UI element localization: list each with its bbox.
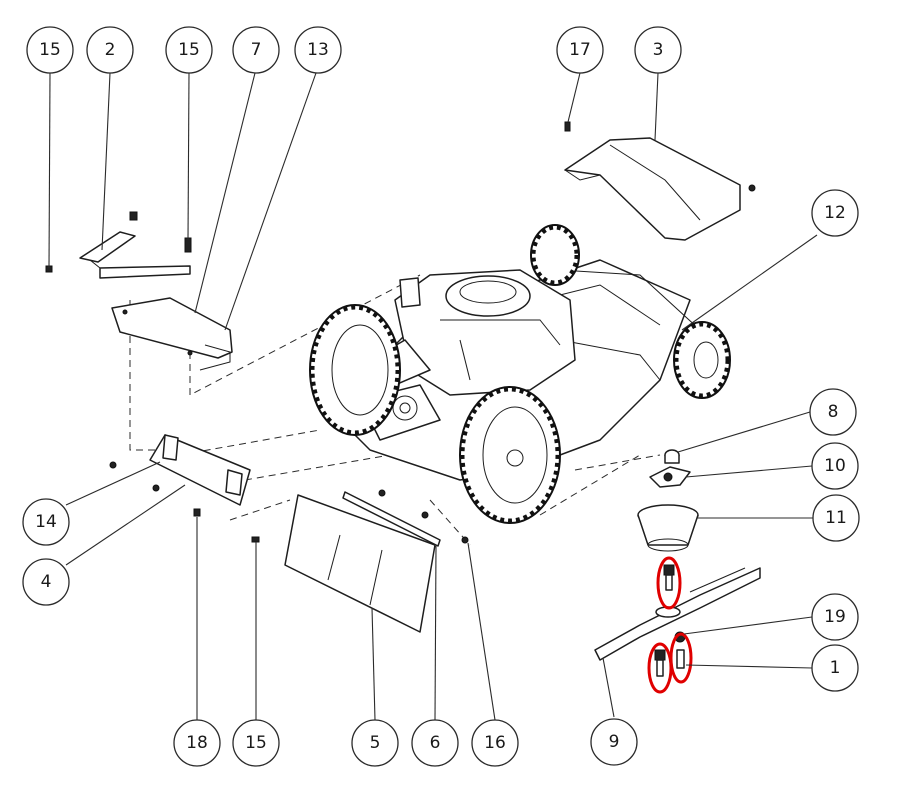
callout-label: 6 bbox=[430, 733, 441, 753]
callout-label: 4 bbox=[41, 572, 52, 592]
callout-13: 13 bbox=[294, 26, 342, 74]
callout-label: 1 bbox=[830, 658, 841, 678]
part-front-bracket bbox=[109, 434, 260, 543]
callout-5: 5 bbox=[351, 719, 399, 767]
part-blade-bolts bbox=[654, 564, 686, 677]
callout-15-top-left: 15 bbox=[26, 26, 74, 74]
callout-14: 14 bbox=[22, 498, 70, 546]
callout-label: 3 bbox=[653, 40, 664, 60]
callout-9: 9 bbox=[590, 718, 638, 766]
callout-6: 6 bbox=[411, 719, 459, 767]
callout-label: 7 bbox=[251, 40, 262, 60]
callout-label: 12 bbox=[824, 203, 846, 223]
callout-12: 12 bbox=[811, 189, 859, 237]
part-rear-cover bbox=[564, 121, 756, 241]
callout-label: 11 bbox=[825, 508, 847, 528]
callout-1: 1 bbox=[811, 644, 859, 692]
part-blade bbox=[594, 567, 761, 661]
part-rear-flap bbox=[284, 494, 436, 633]
callout-18: 18 bbox=[173, 719, 221, 767]
assembly-guide-lines bbox=[129, 274, 661, 546]
callout-label: 18 bbox=[186, 733, 208, 753]
leader-lines bbox=[48, 72, 818, 721]
callout-label: 16 bbox=[484, 733, 506, 753]
part-mower-deck-assembly bbox=[309, 224, 731, 524]
callout-7: 7 bbox=[232, 26, 280, 74]
callout-label: 10 bbox=[824, 456, 846, 476]
highlight-markers bbox=[647, 556, 693, 694]
callout-15-bottom: 15 bbox=[232, 719, 280, 767]
callout-4: 4 bbox=[22, 558, 70, 606]
callout-15-top-middle: 15 bbox=[165, 26, 213, 74]
callout-label: 15 bbox=[245, 733, 267, 753]
callout-11: 11 bbox=[812, 494, 860, 542]
callout-16: 16 bbox=[471, 719, 519, 767]
part-handle-clip bbox=[45, 211, 192, 279]
callout-label: 8 bbox=[828, 402, 839, 422]
part-blade-adapter-stack bbox=[637, 449, 699, 552]
highlight-bolt-lower-right bbox=[669, 632, 693, 684]
callout-label: 14 bbox=[35, 512, 57, 532]
callout-19: 19 bbox=[811, 593, 859, 641]
highlight-bolt-upper bbox=[656, 556, 682, 610]
callout-label: 13 bbox=[307, 40, 329, 60]
callout-3: 3 bbox=[634, 26, 682, 74]
part-flap-rod bbox=[342, 489, 469, 547]
callout-label: 17 bbox=[569, 40, 591, 60]
callout-17: 17 bbox=[556, 26, 604, 74]
callout-label: 15 bbox=[39, 40, 61, 60]
callout-2: 2 bbox=[86, 26, 134, 74]
callout-label: 2 bbox=[105, 40, 116, 60]
callout-label: 9 bbox=[609, 732, 620, 752]
callout-label: 15 bbox=[178, 40, 200, 60]
callout-8: 8 bbox=[809, 388, 857, 436]
callout-10: 10 bbox=[811, 442, 859, 490]
part-side-discharge-cover bbox=[111, 297, 233, 371]
callout-label: 5 bbox=[370, 733, 381, 753]
callout-label: 19 bbox=[824, 607, 846, 627]
